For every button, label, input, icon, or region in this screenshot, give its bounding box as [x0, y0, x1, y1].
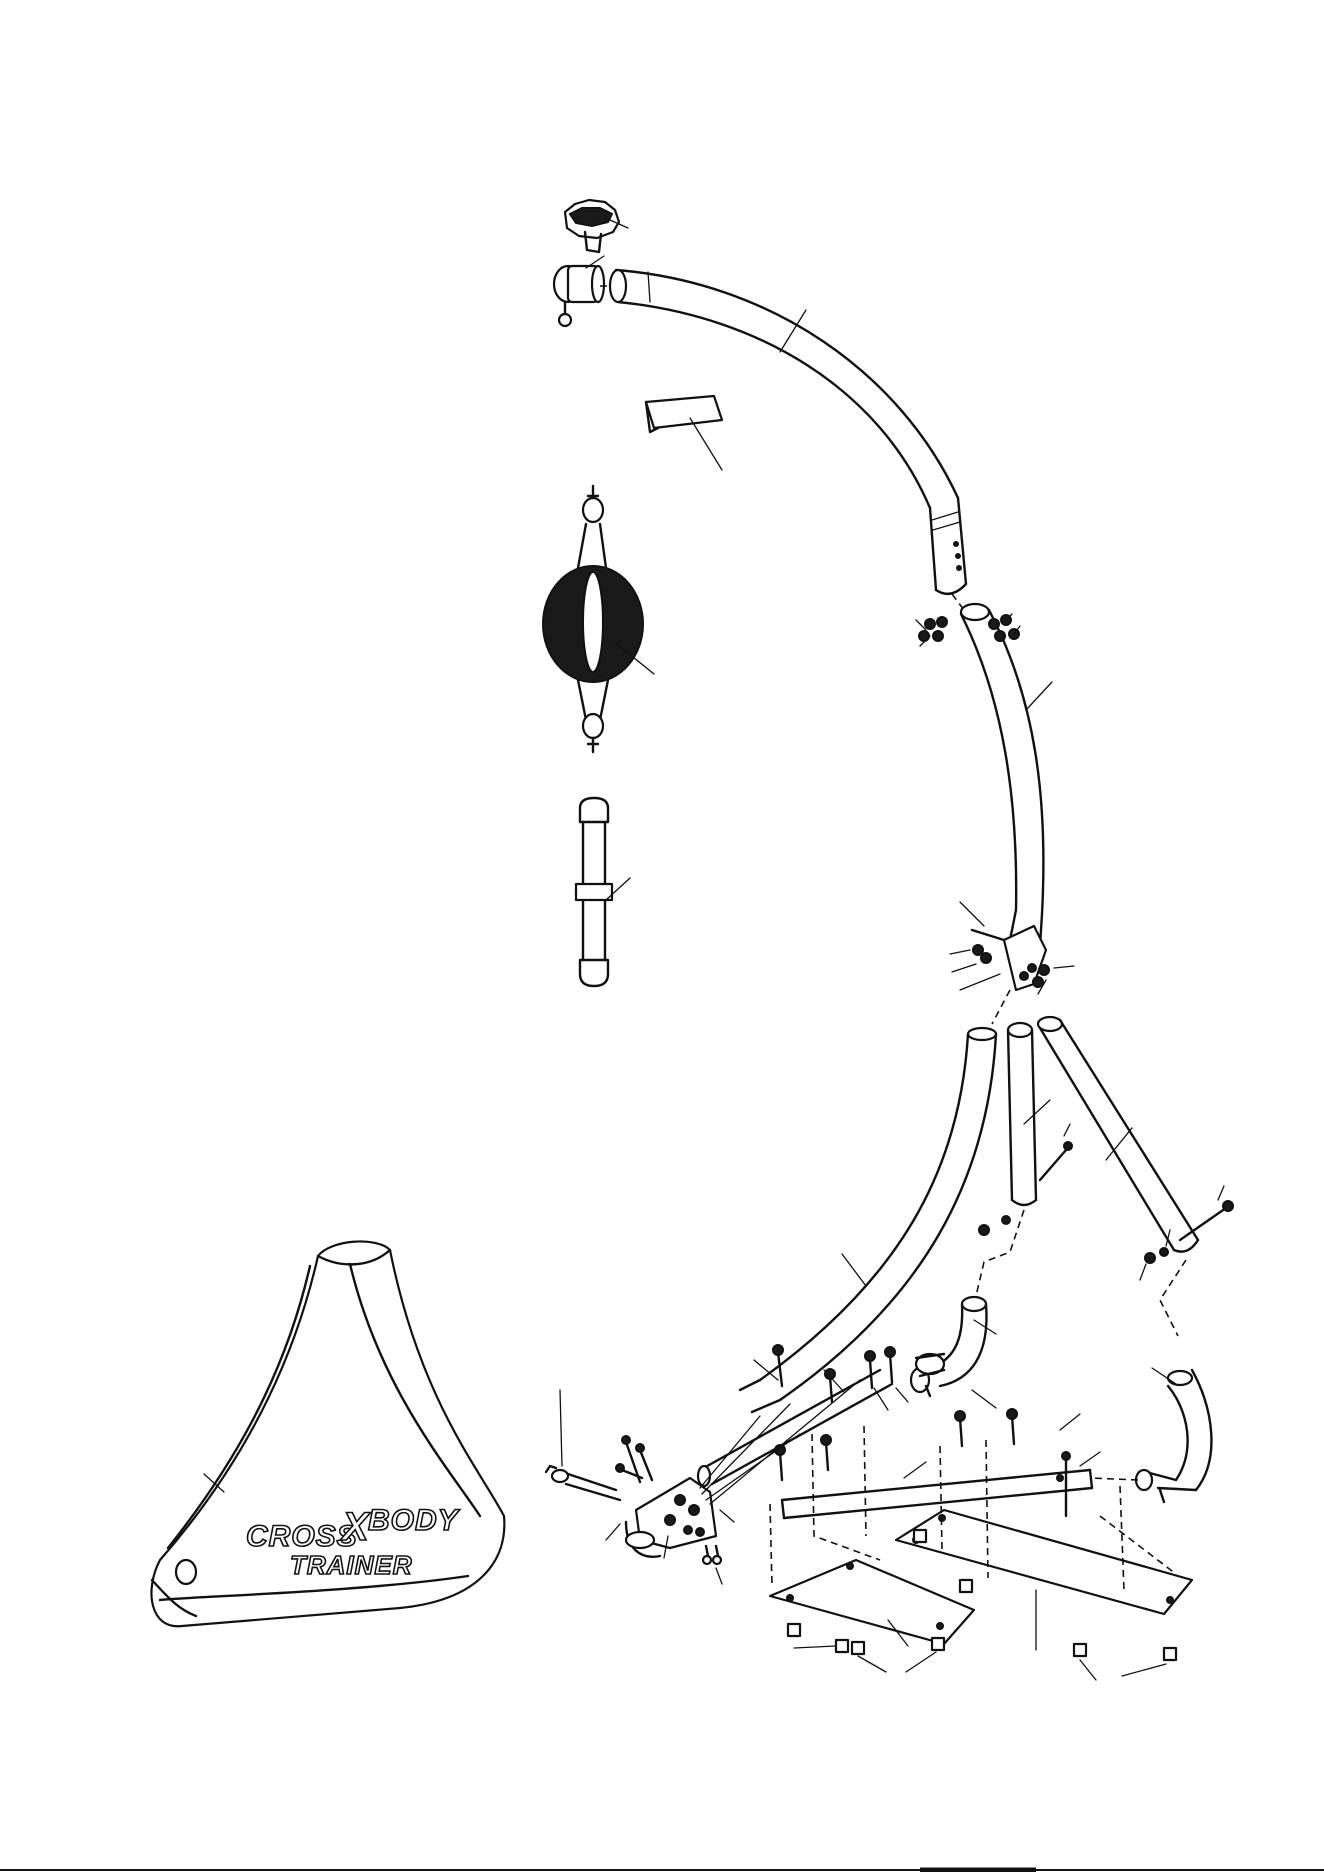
leader-lower-arc	[842, 1254, 866, 1286]
hinge-bracket	[626, 1478, 721, 1564]
vertical-support-tube	[1008, 1023, 1036, 1205]
leader-base-rail	[904, 1462, 926, 1478]
diagonal-brace-tube	[1038, 1017, 1198, 1252]
dash-bracket-to-lower	[992, 990, 1010, 1024]
base-frame-rail-main	[782, 1470, 1092, 1518]
logo-line1-mid: X	[340, 1505, 371, 1549]
leader-upper-arc	[780, 310, 806, 352]
dash-right-elbow	[1090, 1478, 1138, 1480]
middle-arc-tube	[961, 604, 1043, 946]
logo-line2: TRAINER	[290, 1550, 413, 1580]
tension-knob	[565, 200, 619, 252]
base-cover: CROSS X BODY TRAINER	[151, 1241, 504, 1626]
logo-line1-right: BODY	[368, 1504, 461, 1537]
lower-joint-bracket	[950, 902, 1074, 994]
base-frame-rail-diagonal	[698, 1354, 944, 1486]
strap-pad	[646, 396, 722, 432]
upper-arc-tube	[610, 270, 966, 594]
connector-rod	[576, 798, 612, 986]
dash-vertical-to-elbow	[976, 1210, 1024, 1296]
right-elbow-tube	[1136, 1370, 1211, 1502]
leader-middle-arc	[1026, 682, 1052, 710]
spring-cord	[546, 1390, 620, 1500]
logo-line1-left: CROSS	[246, 1520, 358, 1553]
left-elbow-tube	[911, 1297, 987, 1396]
clamp-connector	[554, 266, 604, 326]
dash-brace-to-elbow	[1160, 1260, 1186, 1336]
leader-vertical-support	[1024, 1100, 1050, 1124]
double-end-speed-ball	[543, 486, 643, 752]
leader-strap-pad	[690, 418, 722, 470]
